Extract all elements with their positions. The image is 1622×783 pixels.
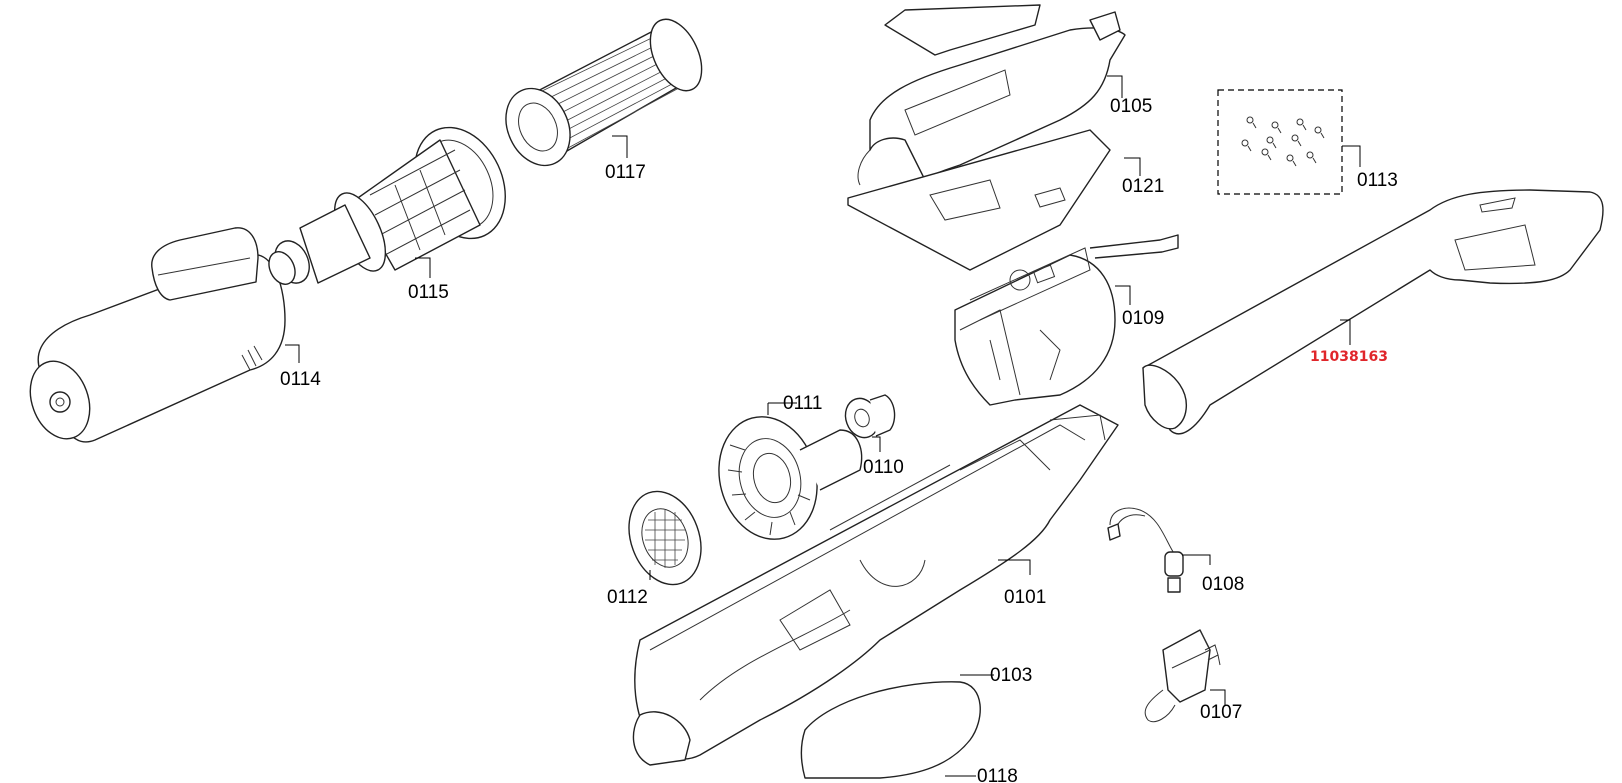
pleated-filter-part[interactable]: [494, 11, 712, 176]
label-0115[interactable]: 0115: [408, 282, 449, 303]
leader-lines: [285, 75, 1361, 777]
dust-container-part[interactable]: [20, 227, 286, 447]
gasket-plate-part[interactable]: [847, 129, 1111, 271]
label-0114[interactable]: 0114: [280, 369, 321, 390]
label-0103[interactable]: 0103: [990, 665, 1032, 686]
label-0117[interactable]: 0117: [605, 162, 646, 183]
outlet-grille-part[interactable]: [617, 481, 714, 594]
label-0105[interactable]: 0105: [1110, 96, 1152, 117]
label-0101[interactable]: 0101: [1004, 587, 1046, 608]
label-11038163[interactable]: 11038163: [1310, 349, 1388, 365]
label-0110[interactable]: 0110: [863, 457, 904, 478]
wire-connector-part[interactable]: [1107, 507, 1184, 593]
part-labels: 0114 0115 0117 0105 0121 0113 0109 0111 …: [280, 96, 1398, 783]
cover-plate-part[interactable]: [800, 681, 981, 779]
label-0107[interactable]: 0107: [1200, 702, 1242, 723]
label-0121[interactable]: 0121: [1122, 176, 1164, 197]
label-0108[interactable]: 0108: [1202, 574, 1244, 595]
filter-holder-part[interactable]: [264, 113, 523, 289]
label-0118[interactable]: 0118: [977, 766, 1018, 783]
upper-housing-part[interactable]: [857, 4, 1126, 186]
motor-unit-part[interactable]: [954, 234, 1179, 406]
bearing-part[interactable]: [840, 394, 896, 443]
fan-housing-part[interactable]: [706, 406, 863, 551]
label-0111[interactable]: 0111: [783, 393, 822, 414]
screws-set-part[interactable]: [1217, 89, 1343, 195]
label-0112[interactable]: 0112: [607, 587, 648, 608]
label-0109[interactable]: 0109: [1122, 308, 1164, 329]
label-0113[interactable]: 0113: [1357, 170, 1398, 191]
handle-part[interactable]: [1142, 189, 1604, 435]
main-body-part[interactable]: [632, 404, 1119, 766]
charger-part[interactable]: [1144, 629, 1221, 723]
